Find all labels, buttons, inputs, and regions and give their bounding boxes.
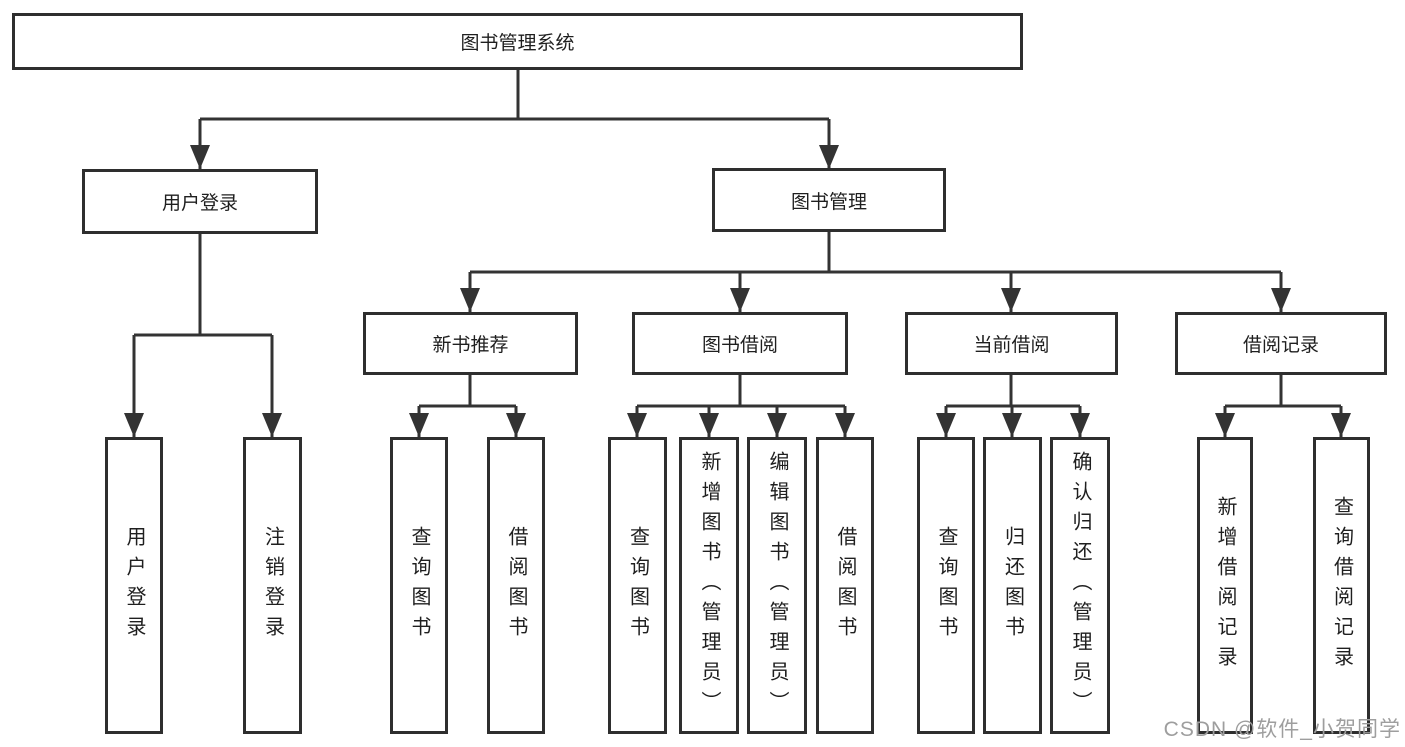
node-label: 编辑图书（管理员）: [766, 450, 788, 721]
node-query-borrow-record: 查询借阅记录: [1313, 437, 1370, 734]
csdn-watermark: CSDN @软件_小贺同学: [1163, 718, 1401, 741]
node-book-borrow: 图书借阅: [632, 312, 848, 375]
node-label: 用户登录: [161, 193, 238, 214]
node-add-borrow-record: 新增借阅记录: [1197, 437, 1253, 734]
node-label: 借阅图书: [834, 525, 856, 646]
node-label: 图书借阅: [701, 335, 778, 356]
node-label: 新书推荐: [432, 335, 509, 356]
node-label: 查询借阅记录: [1330, 495, 1353, 676]
node-label: 用户登录: [123, 525, 145, 646]
node-library-management-system: 图书管理系统: [12, 13, 1023, 70]
node-label: 图书管理: [790, 191, 867, 213]
node-query-book-current: 查询图书: [917, 437, 975, 734]
node-label: 借阅记录: [1242, 335, 1319, 356]
node-label: 当前借阅: [973, 335, 1050, 356]
node-logout: 注销登录: [243, 437, 302, 734]
node-user-login-leaf: 用户登录: [105, 437, 163, 734]
node-label: 新增借阅记录: [1214, 495, 1236, 676]
node-label: 查询图书: [935, 525, 957, 646]
node-label: 新增图书（管理员）: [698, 450, 720, 721]
node-edit-book-admin: 编辑图书（管理员）: [747, 437, 807, 734]
node-return-book: 归还图书: [983, 437, 1042, 734]
node-borrow-book-recommend: 借阅图书: [487, 437, 545, 734]
node-add-book-admin: 新增图书（管理员）: [679, 437, 739, 734]
node-label: 图书管理系统: [460, 33, 575, 54]
node-borrow-record: 借阅记录: [1175, 312, 1387, 375]
node-label: 查询图书: [626, 525, 649, 646]
node-new-book-recommend: 新书推荐: [363, 312, 578, 375]
node-book-management: 图书管理: [712, 168, 946, 232]
node-user-login: 用户登录: [82, 169, 318, 234]
node-label: 查询图书: [408, 525, 430, 646]
node-label: 确认归还（管理员）: [1069, 450, 1091, 721]
node-label: 归还图书: [1001, 525, 1024, 646]
node-confirm-return-admin: 确认归还（管理员）: [1050, 437, 1110, 734]
node-query-book-borrow: 查询图书: [608, 437, 667, 734]
node-label: 注销登录: [261, 525, 284, 646]
node-borrow-book-leaf: 借阅图书: [816, 437, 874, 734]
node-query-book-recommend: 查询图书: [390, 437, 448, 734]
node-current-borrow: 当前借阅: [905, 312, 1118, 375]
node-label: 借阅图书: [505, 525, 527, 646]
